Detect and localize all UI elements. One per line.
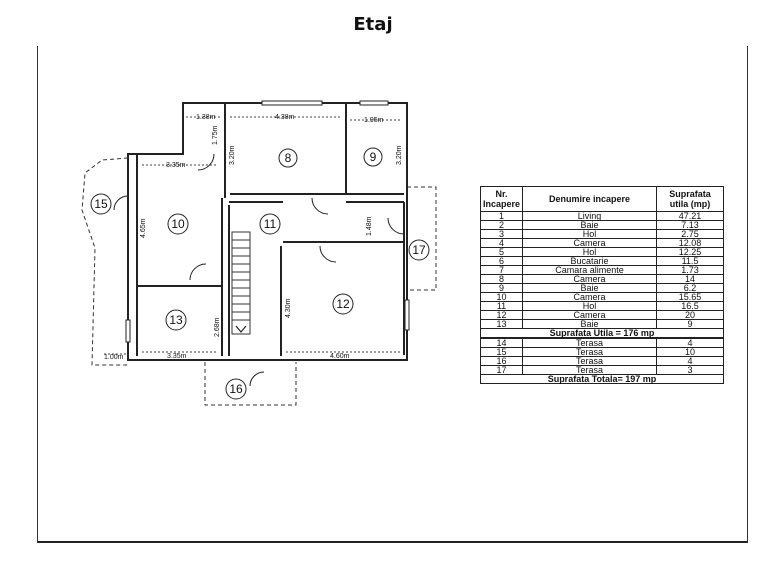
table-subtotal-row: Suprafata Utila = 176 mp [480, 328, 724, 339]
table-header-nr: Nr. Incapere [479, 186, 524, 212]
dimension-label: 3.20m [396, 145, 403, 165]
exterior-wall [127, 102, 408, 361]
dimension-label: 4.30m [285, 298, 292, 318]
dimension-label: 1.00m [104, 354, 124, 361]
door-swing [197, 153, 215, 171]
dimension-label: 2.68m [214, 317, 221, 337]
dimension-label: 4.60m [330, 353, 350, 360]
window [261, 100, 323, 106]
dimension-label: 1.75m [212, 125, 219, 145]
terrace-17-outline [407, 186, 437, 291]
dimension-label: 3.20m [229, 145, 236, 165]
room-label-16: 16 [229, 382, 243, 396]
dimension-label: 1.48m [366, 216, 373, 236]
dimension-label: 3.35m [166, 162, 186, 169]
table-header-area: Suprafata utila (mp) [656, 186, 724, 212]
table-header-name: Denumire incapere [522, 186, 657, 212]
room-area-table: Nr. Incapere Denumire incapere Suprafata… [479, 186, 724, 384]
dimension-label: 3.35m [167, 353, 187, 360]
terrace-15-outline [81, 157, 129, 366]
room-label-8: 8 [285, 151, 292, 165]
door-swing [189, 263, 207, 281]
interior-wall [136, 154, 230, 356]
window [359, 100, 389, 106]
stairs [231, 231, 251, 335]
dimension-label: 4.65m [140, 218, 147, 238]
page-title: Etaj [353, 14, 393, 35]
terrace-16-outline [204, 362, 297, 406]
window [404, 299, 410, 331]
door-swing [311, 197, 329, 215]
door-swing [113, 195, 129, 211]
interior-wall [137, 241, 404, 356]
room-label-15: 15 [94, 197, 108, 211]
room-label-10: 10 [171, 217, 185, 231]
window [125, 319, 131, 343]
room-label-13: 13 [169, 313, 183, 327]
dimension-label: 1.95m [364, 117, 384, 124]
table-total-row: Suprafata Totala= 197 mp [480, 374, 724, 384]
drawing-sheet-frame [37, 46, 748, 543]
dimension-label: 4.38m [275, 114, 295, 121]
door-swing [249, 371, 265, 387]
room-label-17: 17 [412, 243, 426, 257]
interior-wall [224, 104, 404, 198]
interior-wall [229, 201, 405, 355]
stairs-arrow [235, 325, 247, 333]
door-swing [319, 245, 337, 263]
room-label-9: 9 [370, 150, 377, 164]
dimension-label: 1.38m [196, 114, 216, 121]
door-swing [387, 217, 405, 235]
room-label-11: 11 [264, 217, 277, 231]
room-label-12: 12 [336, 297, 350, 311]
